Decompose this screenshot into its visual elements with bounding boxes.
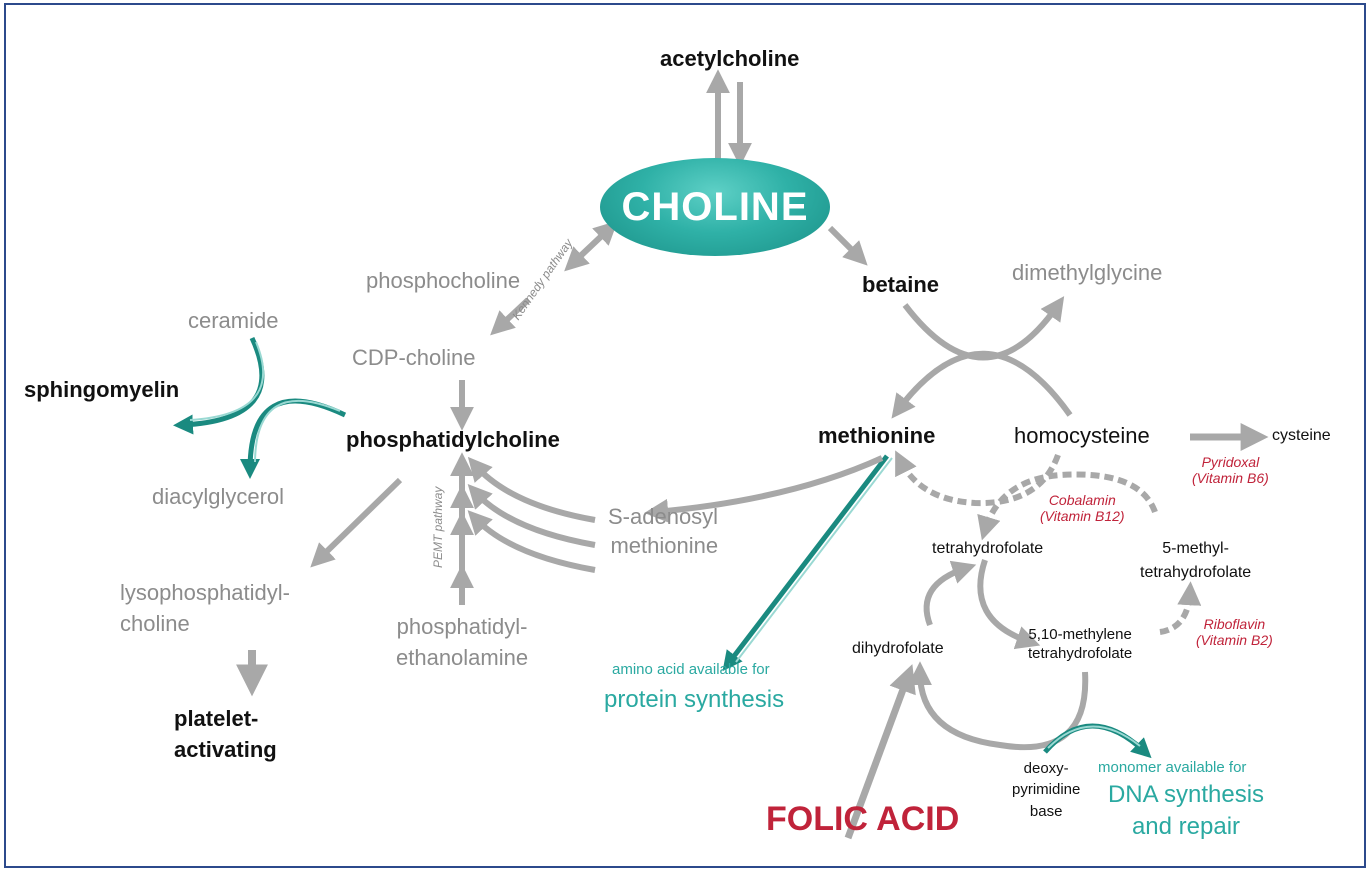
node-5-methyl-tetrahydrofolate: 5-methyl- tetrahydrofolate [1140, 540, 1251, 583]
arrow-methylene-to-dhf [908, 661, 1089, 751]
arrow-deoxy-to-dna-highlight [1047, 725, 1141, 749]
diagram-frame [4, 3, 1366, 868]
sam-line-2: methionine [610, 533, 719, 559]
arrow-pc-to-diacylglycerol [240, 398, 347, 479]
arrow-pc-to-lysopc [310, 477, 403, 568]
methyl-thf-line-2: tetrahydrofolate [1140, 564, 1252, 582]
arrow-folic-to-dhf [844, 664, 916, 840]
cofactor-pyridoxal: Pyridoxal (Vitamin B6) [1192, 454, 1269, 486]
node-methionine: methionine [818, 423, 936, 448]
node-choline: CHOLINE [600, 158, 830, 256]
node-5-10-methylene-tetrahydrofolate: 5,10-methylene tetrahydrofolate [1028, 626, 1132, 663]
arrow-thf-to-methylene [977, 559, 1041, 650]
cofactor-pyridoxal-vitamin: (Vitamin B6) [1192, 470, 1269, 487]
node-tetrahydrofolate: tetrahydrofolate [932, 540, 1044, 557]
node-acetylcholine: acetylcholine [660, 46, 800, 71]
arrow-methionine-to-sam [644, 455, 884, 523]
cofactor-riboflavin-name: Riboflavin [1203, 616, 1266, 632]
node-dihydrofolate: dihydrofolate [852, 640, 944, 657]
pe-line-2: ethanolamine [396, 645, 529, 671]
arrow-phosphocholine-choline [571, 220, 618, 265]
deoxy-line-2: pyrimidine [1012, 781, 1081, 799]
lysopc-line-1: lysophosphatidyl- [120, 580, 290, 605]
node-platelet-activating: platelet- activating [174, 706, 277, 763]
choline-label: CHOLINE [621, 184, 809, 229]
arrow-sam-methylation-2 [467, 484, 596, 548]
node-homocysteine: homocysteine [1014, 423, 1150, 448]
deoxy-line-1: deoxy- [1023, 760, 1069, 777]
arrow-pc-to-diacylglycerol-hl [254, 399, 341, 463]
dna-line-1: DNA synthesis [1107, 781, 1265, 808]
note-protein-synthesis: protein synthesis [604, 686, 785, 713]
methyl-thf-line-1: 5-methyl- [1162, 540, 1229, 557]
paf-line-2: activating [174, 737, 277, 763]
arrow-ceramide-to-sphingomyelin-hl [189, 341, 265, 421]
cofactor-cobalamin-name: Cobalamin [1048, 492, 1116, 508]
paf-line-1: platelet- [174, 706, 259, 731]
deoxy-line-3: base [1029, 802, 1063, 820]
node-phosphatidylcholine: phosphatidylcholine [346, 427, 560, 452]
label-pemt-pathway: PEMT pathway [431, 486, 445, 568]
cofactor-riboflavin-vitamin: (Vitamin B2) [1196, 632, 1273, 649]
arrow-dashed-homocysteine-to-methionine [895, 450, 1061, 507]
arrow-methionine-to-protein-highlight [735, 457, 893, 663]
node-phosphatidylethanolamine: phosphatidyl- ethanolamine [396, 614, 528, 671]
cofactor-cobalamin-vitamin: (Vitamin B12) [1040, 508, 1125, 525]
methylene-thf-line-1: 5,10-methylene [1028, 626, 1132, 643]
node-betaine: betaine [862, 272, 940, 297]
arrow-methionine-to-protein [722, 454, 889, 672]
pe-line-1: phosphatidyl- [396, 614, 528, 639]
dna-line-2: and repair [1131, 812, 1241, 840]
sam-line-1: S-adenosyl [608, 504, 719, 529]
cofactor-riboflavin: Riboflavin (Vitamin B2) [1196, 616, 1273, 648]
arrow-dhf-to-thf [923, 560, 977, 627]
node-cysteine: cysteine [1272, 427, 1331, 444]
note-dna-synthesis: DNA synthesis and repair [1098, 781, 1274, 840]
note-monomer: monomer available for [1098, 759, 1247, 776]
node-lysophosphatidylcholine: lysophosphatidyl- choline [120, 580, 290, 637]
arrow-homocysteine-to-methionine [891, 350, 1073, 419]
methylene-thf-line-2: tetrahydrofolate [1028, 645, 1133, 663]
arrow-ceramide-to-sphingomyelin [173, 336, 265, 435]
node-diacylglycerol: diacylglycerol [152, 484, 285, 509]
node-ceramide: ceramide [188, 308, 279, 333]
node-s-adenosyl-methionine: S-adenosyl methionine [608, 504, 718, 559]
node-deoxy-pyrimidine-base: deoxy- pyrimidine base [1012, 760, 1080, 820]
node-dimethylglycine: dimethylglycine [1012, 260, 1163, 285]
arrow-phosphocholine-to-cdp [490, 297, 531, 336]
arrow-choline-to-betaine [827, 225, 868, 266]
arrow-sam-methylation-3 [467, 510, 596, 573]
arrow-dashed-methylene-to-methylthf [1159, 581, 1202, 635]
note-amino-acid: amino acid available for [612, 661, 770, 678]
arrow-sam-methylation-1 [467, 456, 596, 523]
cofactor-cobalamin: Cobalamin (Vitamin B12) [1040, 492, 1125, 524]
node-cdp-choline: CDP-choline [352, 345, 476, 370]
node-phosphocholine: phosphocholine [366, 268, 521, 293]
lysopc-line-2: choline [120, 611, 190, 637]
arrow-betaine-to-dimethylglycine [902, 296, 1065, 361]
cofactor-pyridoxal-name: Pyridoxal [1201, 454, 1260, 470]
node-sphingomyelin: sphingomyelin [24, 377, 180, 402]
node-folic-acid: FOLIC ACID [766, 800, 960, 838]
